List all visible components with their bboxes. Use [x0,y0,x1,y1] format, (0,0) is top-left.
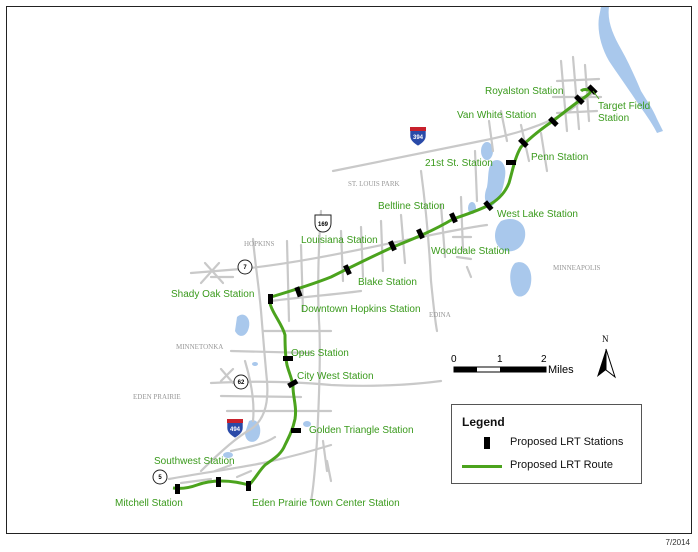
road-network [167,55,603,503]
station-label: Opus Station [291,348,349,359]
map-canvas: ST. LOUIS PARK HOPKINS MINNEAPOLIS MINNE… [115,7,663,509]
scale-unit: Miles [548,364,574,376]
station-marker [587,84,598,95]
place-label: MINNETONKA [176,343,223,351]
legend-title: Legend [462,415,505,429]
scale-bar: 0 1 2 Miles [451,354,574,376]
station-label: Shady Oak Station [171,289,254,300]
shield-label: 494 [230,427,241,433]
station-marker [175,484,180,494]
place-label: HOPKINS [244,240,274,248]
station-label: Van White Station [457,110,536,121]
place-label: MINNEAPOLIS [553,264,601,272]
shield-label: 62 [238,380,245,386]
interstate-494-icon: 494 [226,418,244,439]
scale-tick: 1 [497,354,503,365]
place-label: ST. LOUIS PARK [348,180,400,188]
station-label: Golden Triangle Station [309,425,414,436]
station-label: Wooddale Station [431,246,510,257]
station-marker [548,116,559,127]
station-label: City West Station [297,371,374,382]
highway-shields: 394 494 169 7 62 5 [152,126,427,485]
lakes [223,142,532,458]
station-label: 21st St. Station [425,158,493,169]
station-marker [283,356,293,361]
station-marker [287,378,299,389]
station-marker [268,294,273,304]
map-frame: ST. LOUIS PARK HOPKINS MINNEAPOLIS MINNE… [6,6,692,534]
station-marker [388,240,397,252]
station-marker [246,481,251,491]
legend: Legend Proposed LRT Stations Proposed LR… [451,404,642,484]
station-marker [449,212,458,224]
state-62-icon: 62 [233,374,249,390]
legend-label: Proposed LRT Route [510,459,613,471]
interstate-394-icon: 394 [409,126,427,147]
station-marker [294,286,303,298]
place-label: EDINA [429,311,451,319]
station-marker [506,160,516,165]
mississippi-river [598,7,663,133]
north-arrow-icon: N [597,334,616,379]
station-label: Penn Station [531,152,588,163]
place-label: EDEN PRAIRIE [133,393,181,401]
station-label: Eden Prairie Town Center Station [252,498,400,509]
station-marker [343,264,352,276]
station-marker [216,477,221,487]
scale-tick: 0 [451,354,457,365]
shield-label: 7 [243,265,247,271]
state-7-icon: 7 [237,259,253,275]
station-marker [416,228,425,240]
station-label: West Lake Station [497,209,578,220]
station-label: Royalston Station [485,86,563,97]
station-marker [483,200,494,212]
station-label: Downtown Hopkins Station [301,304,421,315]
shield-label: 169 [318,222,329,228]
route-swatch-icon [462,465,502,468]
legend-label: Proposed LRT Stations [510,436,624,448]
north-label: N [602,334,609,344]
station-marker [518,137,529,148]
us-169-icon: 169 [314,214,332,233]
station-marker [574,94,585,105]
scale-tick: 2 [541,354,547,365]
station-label: Mitchell Station [115,498,183,509]
state-5-icon: 5 [152,469,168,485]
station-label: Southwest Station [154,456,235,467]
station-label: Beltline Station [378,201,445,212]
shield-label: 5 [158,475,162,481]
map-date: 7/2014 [665,538,690,547]
station-marker [291,428,301,433]
place-labels: ST. LOUIS PARK HOPKINS MINNEAPOLIS MINNE… [133,180,601,401]
station-swatch-icon [484,437,490,449]
station-label: Louisiana Station [301,235,378,246]
station-markers [175,84,598,494]
shield-label: 394 [413,135,424,141]
station-label: Blake Station [358,277,417,288]
